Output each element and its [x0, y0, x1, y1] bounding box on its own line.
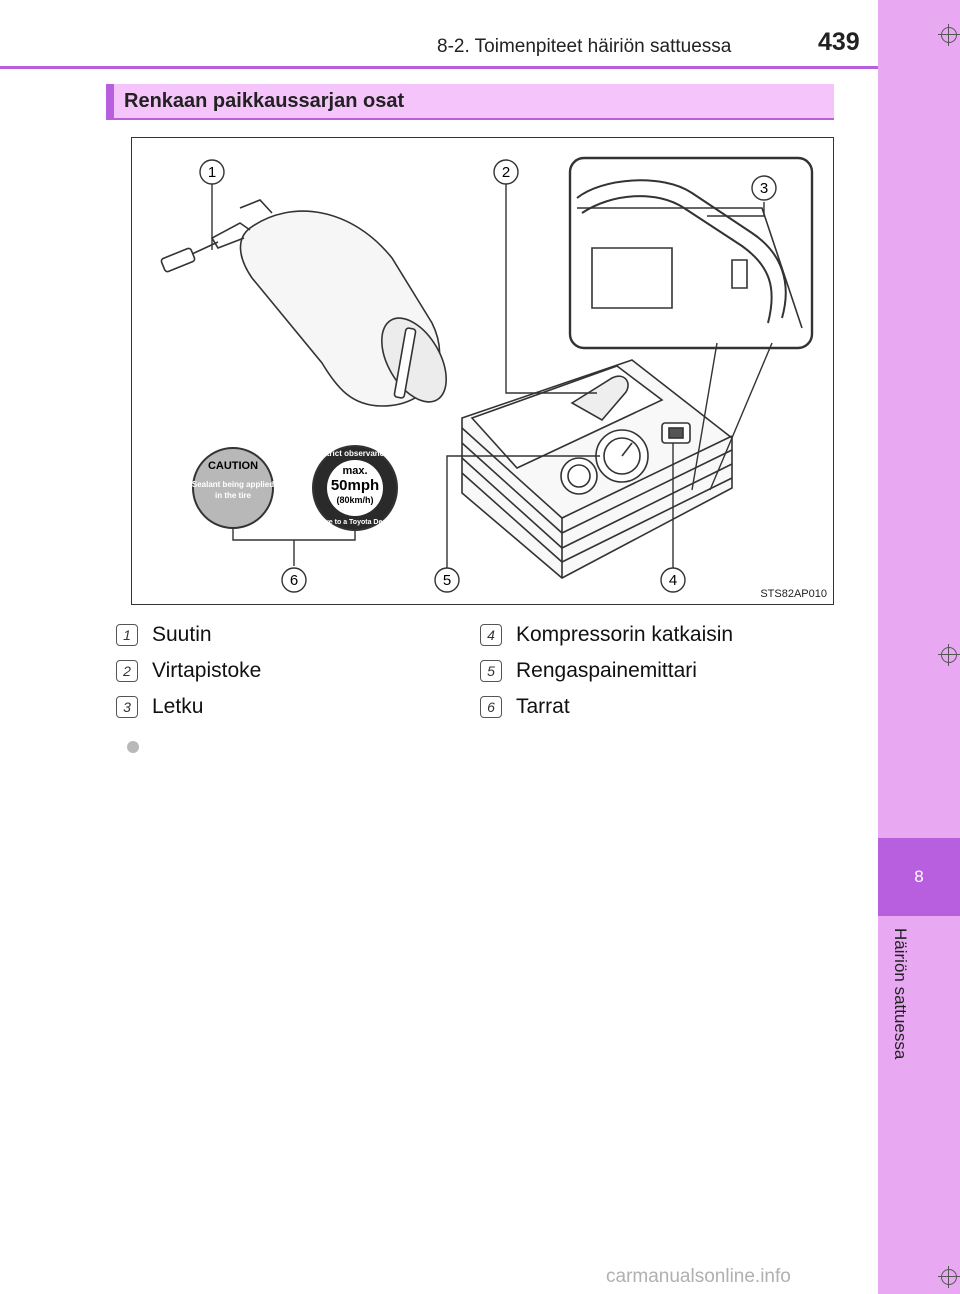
speed-sticker-kmh: (80km/h)	[336, 495, 373, 505]
repair-kit-illustration: CAUTION Sealant being applied in the tir…	[131, 137, 834, 605]
chapter-number-tab[interactable]: 8	[878, 838, 960, 916]
repair-kit-drawing: CAUTION Sealant being applied in the tir…	[160, 156, 814, 593]
crop-mark-icon	[938, 24, 960, 46]
figure-code: STS82AP010	[760, 588, 827, 600]
legend-text: Letku	[152, 695, 204, 718]
caution-sticker-line1: Sealant being applied	[192, 480, 274, 489]
caution-sticker-line2: in the tire	[215, 491, 252, 500]
chapter-number: 8	[914, 867, 924, 886]
legend-number: 4	[480, 624, 502, 646]
legend-item-3: 3 Letku	[116, 693, 203, 721]
legend-text: Tarrat	[516, 695, 570, 718]
crop-mark-icon	[938, 644, 960, 666]
callout-1-marker	[199, 159, 225, 185]
callout-6: 6	[290, 572, 298, 589]
speed-sticker-speed: 50mph	[331, 477, 379, 494]
speed-sticker-bottom-arc: Drive to a Toyota Dealer	[315, 519, 395, 526]
watermark: carmanualsonline.info	[606, 1266, 791, 1287]
callout-2: 2	[502, 164, 510, 181]
caution-sticker-title: CAUTION	[208, 460, 258, 472]
section-title: Renkaan paikkaussarjan osat	[124, 90, 405, 112]
callout-5-marker	[434, 567, 460, 593]
legend-text: Kompressorin katkaisin	[516, 623, 734, 646]
running-header: 8-2. Toimenpiteet häiriön sattuessa	[437, 36, 732, 57]
legend-text: Virtapistoke	[152, 659, 262, 682]
callout-4-marker	[660, 567, 686, 593]
legend-item-2: 2 Virtapistoke	[116, 657, 261, 685]
callout-4: 4	[669, 572, 677, 589]
hose-inset-icon	[568, 156, 814, 491]
callout-3: 3	[760, 180, 768, 197]
chapter-label: Häiriön sattuessa	[891, 928, 910, 1060]
section-heading-bar: Renkaan paikkaussarjan osat	[106, 84, 834, 120]
callout-2-marker	[493, 159, 519, 185]
legend-number: 6	[480, 696, 502, 718]
legend-number: 5	[480, 660, 502, 682]
callout-3-marker	[751, 175, 777, 201]
crop-mark-icon	[938, 1266, 960, 1288]
callout-6-marker	[281, 567, 307, 593]
speed-sticker-top-arc: Strict observance	[321, 449, 389, 458]
callout-5: 5	[443, 572, 451, 589]
legend-item-6: 6 Tarrat	[480, 693, 570, 721]
legend-text: Rengaspainemittari	[516, 659, 697, 682]
page-number: 439	[818, 28, 860, 56]
speed-sticker-max: max.	[342, 465, 367, 477]
header-rule	[0, 66, 878, 69]
legend-item-4: 4 Kompressorin katkaisin	[480, 621, 733, 649]
legend-number: 3	[116, 696, 138, 718]
legend-number: 1	[116, 624, 138, 646]
callout-1: 1	[208, 164, 216, 181]
sealant-bottle-icon	[160, 199, 447, 407]
bullet-icon	[127, 741, 139, 753]
legend-text: Suutin	[152, 623, 212, 646]
legend-item-1: 1 Suutin	[116, 621, 212, 649]
compressor-icon	[461, 359, 733, 579]
legend-item-5: 5 Rengaspainemittari	[480, 657, 697, 685]
legend-number: 2	[116, 660, 138, 682]
